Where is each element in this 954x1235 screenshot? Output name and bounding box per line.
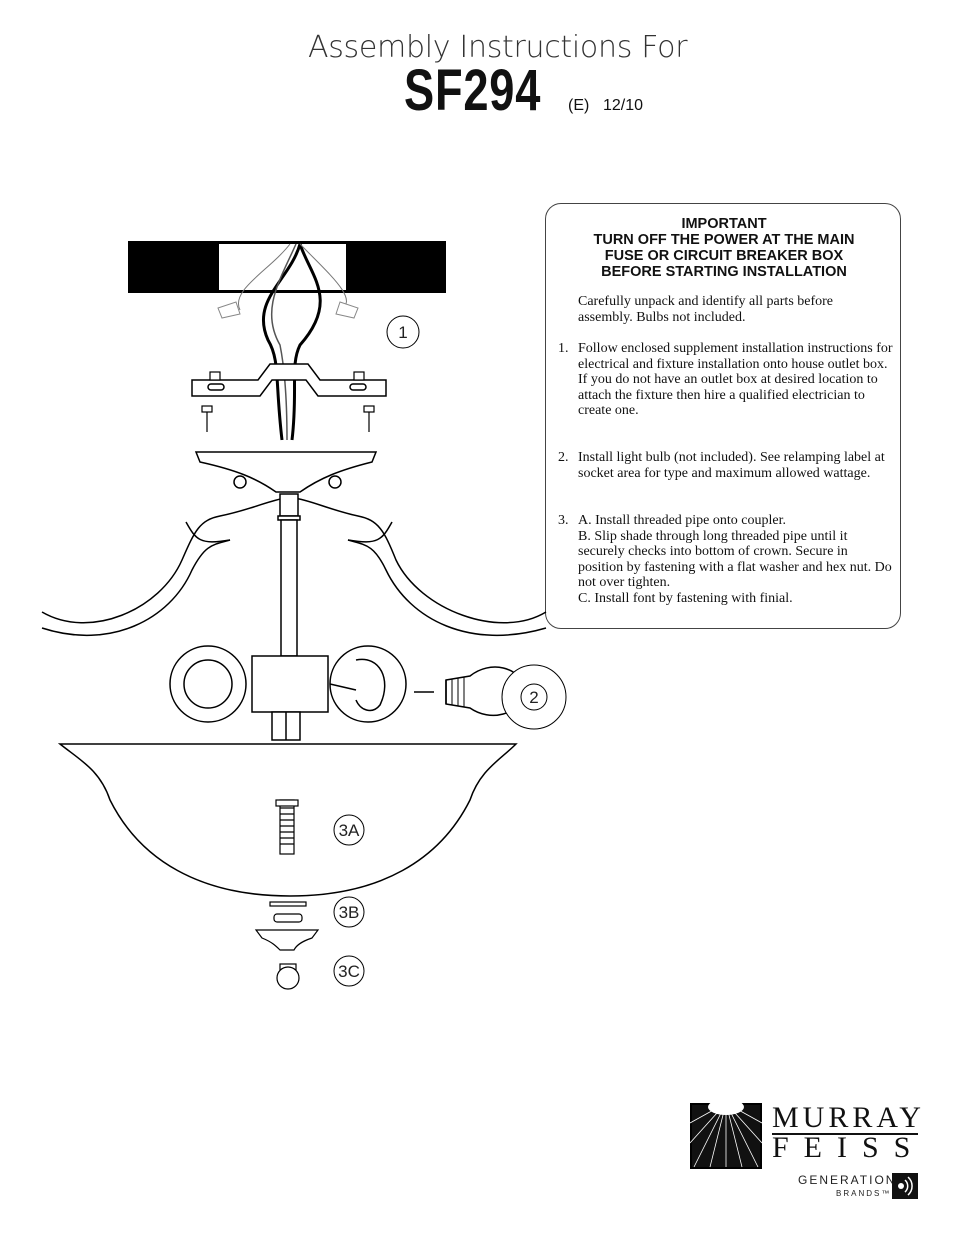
callout-3b: 3B (333, 896, 365, 928)
callout-2-label: 2 (529, 688, 538, 707)
step-3-text: A. Install threaded pipe onto coupler. B… (578, 513, 896, 607)
murray-feiss-logo: MURRAY FEISS GENERATION BRANDS™ (690, 1103, 922, 1203)
wire-nuts (217, 301, 359, 319)
step-1-text: Follow enclosed supplement installation … (578, 341, 893, 419)
important-heading: IMPORTANT (681, 216, 767, 232)
step-3b-text: B. Slip shade through long threaded pipe… (578, 528, 892, 591)
important-line-2: FUSE OR CIRCUIT BREAKER BOX (604, 248, 844, 264)
logo-murray: MURRAY (772, 1101, 925, 1134)
logo-feiss: FEISS (772, 1131, 926, 1164)
ceiling-outlet-box (128, 241, 446, 293)
callout-3b-label: 3B (339, 903, 360, 922)
important-line-1: TURN OFF THE POWER AT THE MAIN (593, 232, 855, 248)
step-2-text: Install light bulb (not included). See r… (578, 450, 885, 481)
revision-code: (E) (568, 97, 590, 114)
intro-text: Carefully unpack and identify all parts … (578, 294, 834, 325)
callout-3c: 3C (333, 955, 365, 987)
logo-generation: GENERATION (798, 1173, 897, 1187)
mounting-screws (201, 371, 375, 432)
model-number: SF294 (404, 58, 542, 123)
callout-3c-label: 3C (338, 962, 360, 981)
logo-divider (772, 1133, 918, 1135)
light-sockets (169, 645, 407, 723)
revision-date: 12/10 (603, 97, 644, 114)
logo-brands: BRANDS™ (836, 1189, 892, 1198)
washer-and-nut (254, 901, 320, 951)
instructions-panel: IMPORTANT TURN OFF THE POWER AT THE MAIN… (545, 203, 901, 629)
step-1-number: 1. (558, 341, 569, 356)
step-2-number: 2. (558, 450, 569, 465)
step-3a-text: A. Install threaded pipe onto coupler. (578, 513, 786, 528)
callout-2: 2 (501, 664, 567, 730)
threaded-pipe (275, 799, 299, 855)
supply-wires (237, 243, 347, 441)
callout-1-label: 1 (398, 323, 407, 342)
sunburst-icon (690, 1103, 762, 1169)
generation-brands-icon (892, 1173, 918, 1199)
finial (276, 963, 300, 990)
callout-3a: 3A (333, 814, 365, 846)
step-3c-text: C. Install font by fastening with finial… (578, 590, 793, 606)
mounting-bracket (191, 363, 387, 397)
canopy (194, 451, 378, 493)
center-stem (251, 493, 329, 741)
callout-1: 1 (386, 315, 420, 349)
step-3-number: 3. (558, 513, 569, 528)
document-title: Assembly Instructions For (308, 30, 688, 65)
fixture-arms (41, 497, 547, 637)
important-line-3: BEFORE STARTING INSTALLATION (601, 264, 847, 280)
callout-3a-label: 3A (339, 821, 360, 840)
